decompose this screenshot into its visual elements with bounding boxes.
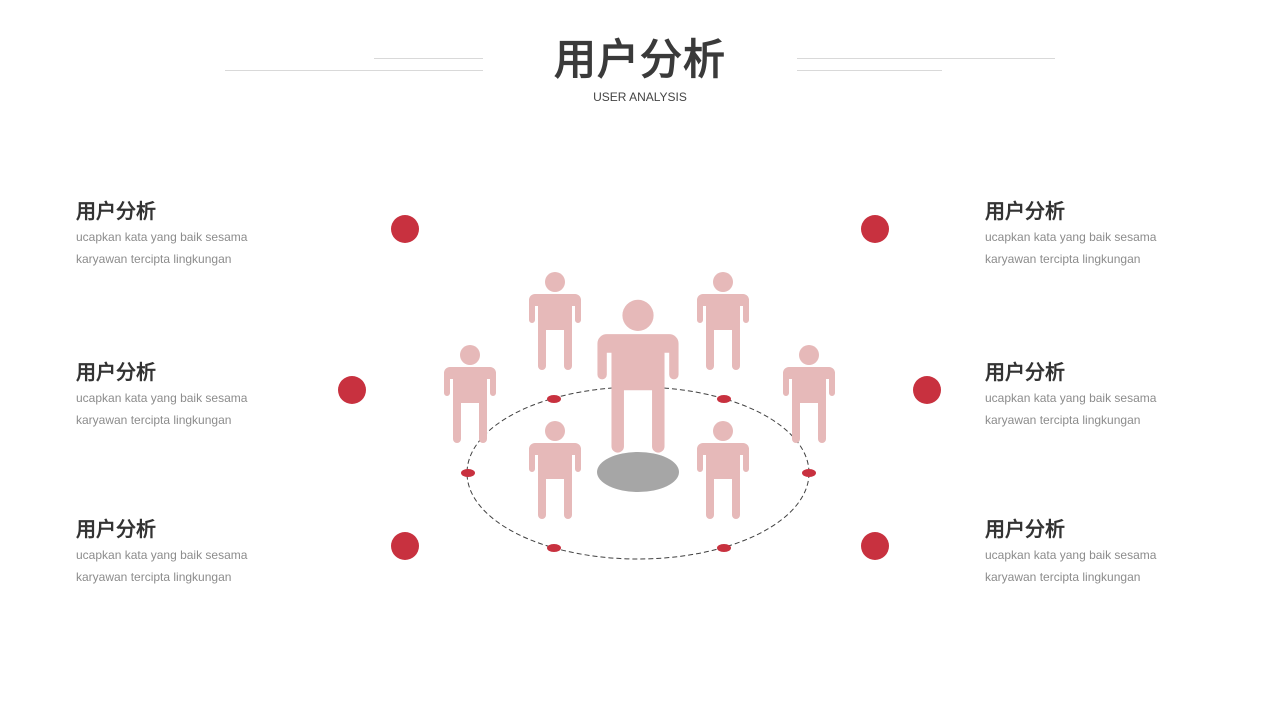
person-icon — [697, 421, 749, 519]
info-text-line: karyawan tercipta lingkungan — [76, 413, 232, 427]
marker-dot-right-top — [861, 215, 889, 243]
header-rule-left-long — [225, 70, 483, 71]
info-text-line: karyawan tercipta lingkungan — [985, 252, 1141, 266]
info-heading: 用户分析 — [76, 517, 156, 541]
info-block-right-middle: 用户分析 ucapkan kata yang baik sesama karya… — [985, 359, 1215, 431]
person-icon — [529, 421, 581, 519]
marker-dot-right-bottom — [861, 532, 889, 560]
info-text-line: ucapkan kata yang baik sesama — [985, 548, 1157, 562]
info-block-right-top: 用户分析 ucapkan kata yang baik sesama karya… — [985, 198, 1215, 270]
person-icon-center — [597, 299, 679, 453]
page-title: 用户分析 — [553, 35, 726, 84]
info-heading: 用户分析 — [985, 517, 1065, 541]
person-icon — [783, 345, 835, 443]
center-shadow — [597, 452, 679, 492]
info-text-line: ucapkan kata yang baik sesama — [76, 230, 248, 244]
info-text-line: karyawan tercipta lingkungan — [76, 570, 232, 584]
header-rule-right-long — [797, 58, 1055, 59]
person-icon — [444, 345, 496, 443]
person-icon — [697, 272, 749, 370]
marker-dot-left-bottom — [391, 532, 419, 560]
info-block-left-top: 用户分析 ucapkan kata yang baik sesama karya… — [76, 198, 306, 270]
info-text-line: karyawan tercipta lingkungan — [985, 413, 1141, 427]
header-rule-left-short — [374, 58, 483, 59]
info-heading: 用户分析 — [985, 199, 1065, 223]
info-heading: 用户分析 — [76, 360, 156, 384]
ring-marker — [547, 395, 561, 403]
ring-marker — [717, 544, 731, 552]
ring-marker — [717, 395, 731, 403]
info-text-line: karyawan tercipta lingkungan — [985, 570, 1141, 584]
info-text-line: ucapkan kata yang baik sesama — [76, 391, 248, 405]
marker-dot-left-middle — [338, 376, 366, 404]
marker-dot-right-middle — [913, 376, 941, 404]
info-heading: 用户分析 — [985, 360, 1065, 384]
ring-marker — [461, 469, 475, 477]
header-rule-right-short — [797, 70, 942, 71]
info-text-line: ucapkan kata yang baik sesama — [985, 230, 1157, 244]
info-block-left-middle: 用户分析 ucapkan kata yang baik sesama karya… — [76, 359, 306, 431]
info-block-right-bottom: 用户分析 ucapkan kata yang baik sesama karya… — [985, 516, 1215, 588]
info-block-left-bottom: 用户分析 ucapkan kata yang baik sesama karya… — [76, 516, 306, 588]
info-text-line: ucapkan kata yang baik sesama — [985, 391, 1157, 405]
person-icon — [529, 272, 581, 370]
info-text-line: karyawan tercipta lingkungan — [76, 252, 232, 266]
ring-marker — [802, 469, 816, 477]
info-heading: 用户分析 — [76, 199, 156, 223]
marker-dot-left-top — [391, 215, 419, 243]
page-subtitle: USER ANALYSIS — [593, 90, 687, 104]
ring-marker — [547, 544, 561, 552]
info-text-line: ucapkan kata yang baik sesama — [76, 548, 248, 562]
